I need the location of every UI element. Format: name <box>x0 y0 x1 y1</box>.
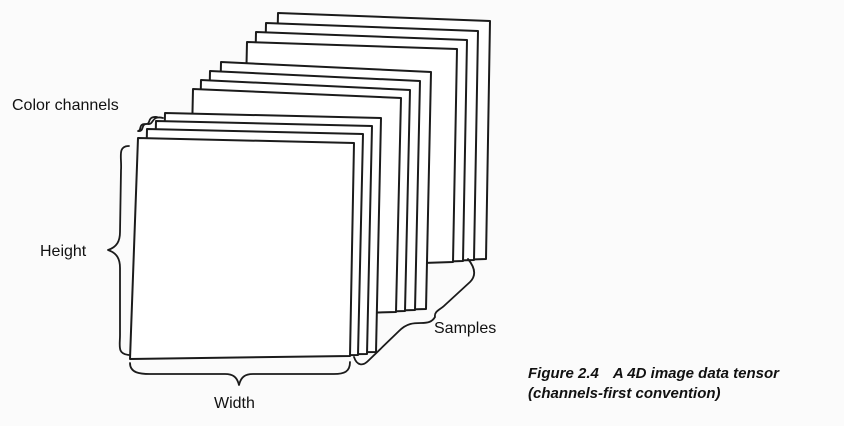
samples-brace <box>353 258 476 366</box>
width-label: Width <box>214 395 255 412</box>
color-channels-label: Color channels <box>12 97 119 114</box>
figure-caption: Figure 2.4 A 4D image data tensor (channe… <box>528 364 779 404</box>
samples-label: Samples <box>434 320 496 337</box>
height-label: Height <box>40 243 87 260</box>
caption-line-1: Figure 2.4 A 4D image data tensor <box>528 364 779 384</box>
sample-1-stack <box>129 112 382 360</box>
color-channels-brace <box>137 116 164 132</box>
width-brace <box>129 361 351 386</box>
figure-number: Figure 2.4 <box>528 365 599 382</box>
caption-line-2: (channels-first convention) <box>528 385 721 402</box>
sample-1-channel-sheet <box>129 137 355 360</box>
height-brace <box>107 145 130 356</box>
caption-title: A 4D image data tensor <box>612 365 780 382</box>
